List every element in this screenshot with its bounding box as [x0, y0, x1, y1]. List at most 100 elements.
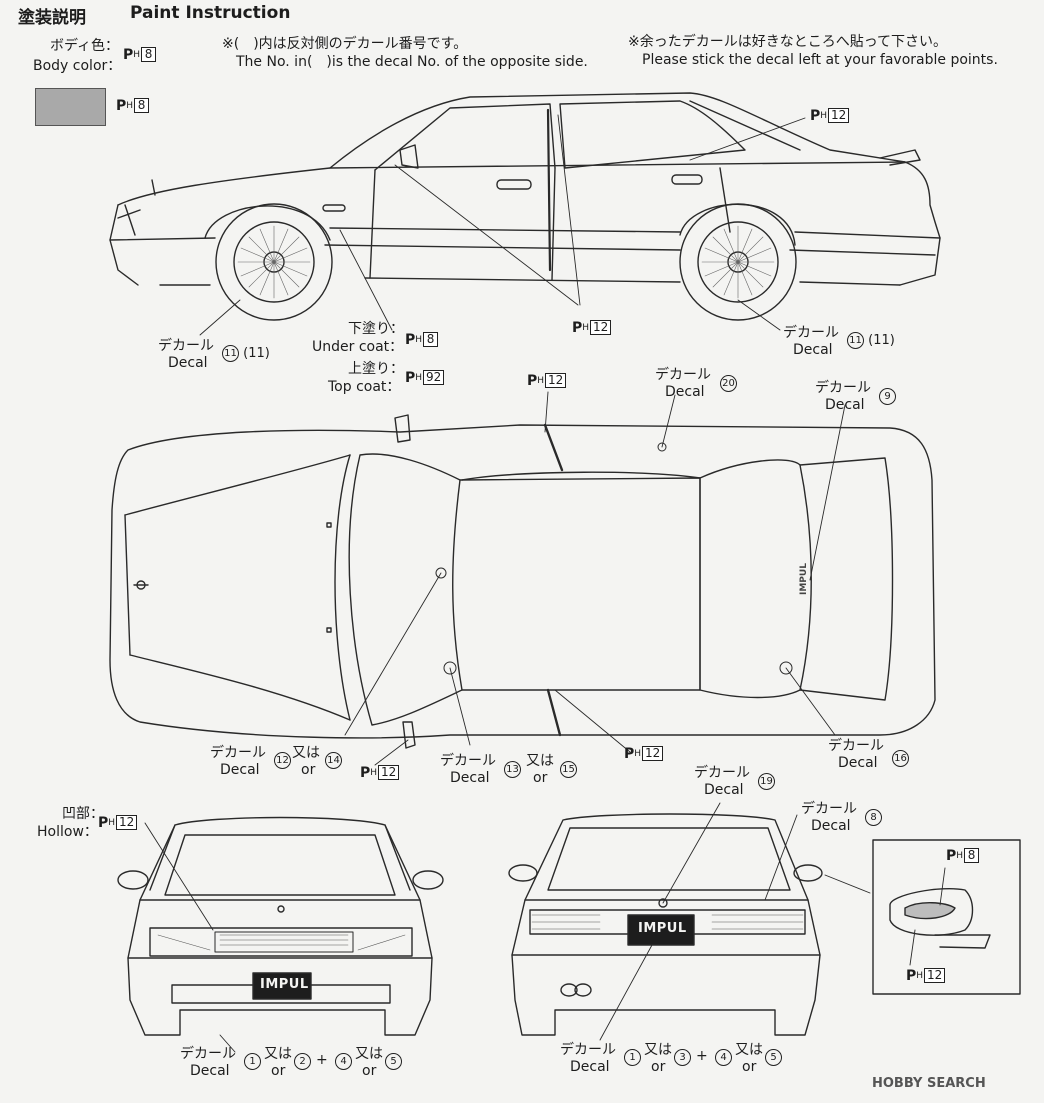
decal-number: 20: [720, 375, 737, 392]
decal-13-en: Decal: [450, 770, 490, 786]
or-en: or: [271, 1063, 286, 1079]
decal-20-en: Decal: [665, 384, 705, 400]
decal-8-en: Decal: [811, 818, 851, 834]
or-en: or: [651, 1059, 666, 1075]
paint-number: 12: [378, 765, 400, 780]
top-coat-label-jp: 上塗り：: [348, 361, 404, 377]
decal-number: 5: [385, 1053, 402, 1070]
rear-view-car: [508, 802, 871, 1041]
body-color-label-en: Body color：: [33, 58, 122, 74]
top-coat-label-en: Top coat：: [328, 379, 401, 395]
hollow-label-jp: 凹部：: [62, 806, 104, 822]
decal-13-jp: デカール: [440, 753, 496, 769]
plus-sign: +: [316, 1052, 328, 1068]
paint-number: 8: [134, 98, 150, 113]
decal-19-en: Decal: [704, 782, 744, 798]
note-left-jp: ※( )内は反対側のデカール番号です。: [222, 36, 468, 52]
top-view-car: [109, 391, 936, 766]
decal-number: 11 (11): [847, 332, 895, 349]
front-decal-en: Decal: [190, 1063, 230, 1079]
decal-number: 11 (11): [222, 345, 270, 362]
decal-12-jp: デカール: [210, 745, 266, 761]
paint-number: 12: [924, 968, 946, 983]
decal-number: 14: [325, 752, 342, 769]
paint-number: 12: [545, 373, 567, 388]
decal-8-jp: デカール: [801, 801, 857, 817]
decal-number: 4: [715, 1049, 732, 1066]
decal-number: 1: [244, 1053, 261, 1070]
decal-number: 12: [274, 752, 291, 769]
page-title-jp: 塗装説明: [18, 8, 86, 28]
decal-11-front-jp: デカール: [158, 338, 214, 354]
watermark: HOBBY SEARCH: [872, 1076, 986, 1091]
mirror-detail-box: [872, 839, 1021, 995]
decal-number: 8: [865, 809, 882, 826]
decal-number: 5: [765, 1049, 782, 1066]
paint-number: 92: [423, 370, 445, 385]
paint-number: 8: [141, 47, 157, 62]
trunk-logo-text: IMPUL: [799, 563, 809, 595]
decal-11-rear-en: Decal: [793, 342, 833, 358]
paint-number: 12: [642, 746, 664, 761]
decal-number: 15: [560, 761, 577, 778]
plus-sign: +: [696, 1048, 708, 1064]
rear-decal-jp: デカール: [560, 1042, 616, 1058]
paint-number: 8: [964, 848, 980, 863]
front-plate-text: IMPUL: [260, 977, 309, 992]
or-en: or: [742, 1059, 757, 1075]
or-jp: 又は: [735, 1042, 763, 1058]
decal-number: 2: [294, 1053, 311, 1070]
decal-number: 4: [335, 1053, 352, 1070]
body-color-label-jp: ボディ色：: [50, 38, 120, 54]
note-left-en: The No. in( )is the decal No. of the opp…: [236, 54, 588, 70]
paint-number: 12: [590, 320, 612, 335]
under-coat-label-jp: 下塗り：: [348, 321, 404, 337]
page-title-en: Paint Instruction: [130, 3, 291, 23]
decal-number: 1: [624, 1049, 641, 1066]
decal-number: 16: [892, 750, 909, 767]
rear-plate-text: IMPUL: [638, 921, 687, 936]
note-right-en: Please stick the decal left at your favo…: [642, 52, 998, 68]
decal-12-en: Decal: [220, 762, 260, 778]
or-jp: 又は: [644, 1042, 672, 1058]
decal-9-jp: デカール: [815, 380, 871, 396]
or-jp: 又は: [264, 1046, 292, 1062]
or-en: or: [533, 770, 548, 786]
decal-16-en: Decal: [838, 755, 878, 771]
decal-11-front-en: Decal: [168, 355, 208, 371]
paint-number: 12: [116, 815, 138, 830]
note-right-jp: ※余ったデカールは好きなところへ貼って下さい。: [628, 34, 948, 50]
decal-number: 13: [504, 761, 521, 778]
decal-11-rear-jp: デカール: [783, 325, 839, 341]
body-color-swatch: [35, 88, 106, 126]
or-jp: 又は: [526, 753, 554, 769]
or-en: or: [362, 1063, 377, 1079]
decal-number: 9: [879, 388, 896, 405]
or-en: or: [301, 762, 316, 778]
paint-number: 12: [828, 108, 850, 123]
front-decal-jp: デカール: [180, 1046, 236, 1062]
decal-16-jp: デカール: [828, 738, 884, 754]
decal-9-en: Decal: [825, 397, 865, 413]
decal-number: 19: [758, 773, 775, 790]
decal-19-jp: デカール: [694, 765, 750, 781]
or-jp: 又は: [292, 745, 320, 761]
rear-decal-en: Decal: [570, 1059, 610, 1075]
decal-20-jp: デカール: [655, 367, 711, 383]
front-view-car: [117, 816, 444, 1053]
trunk-impul-logo: IMPUL: [797, 545, 821, 605]
side-view-car: [109, 92, 941, 336]
decal-number: 3: [674, 1049, 691, 1066]
